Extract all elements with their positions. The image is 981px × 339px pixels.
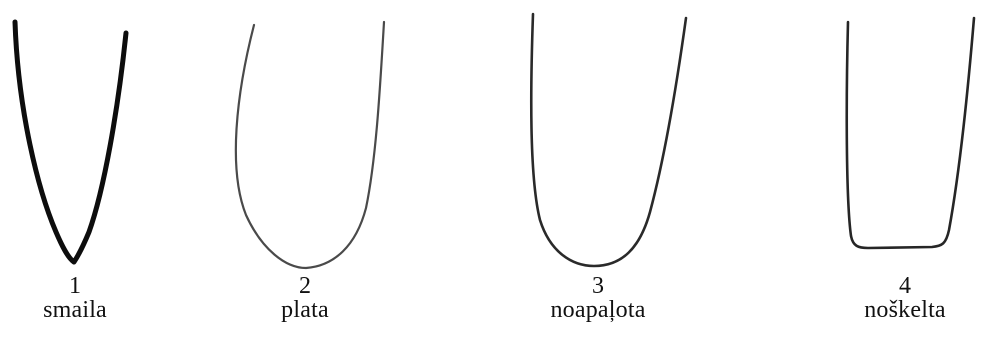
shape-3-round-u [529, 12, 688, 268]
item-3-label: 3 noapaļota [518, 274, 678, 322]
item-1-number: 1 [69, 273, 81, 299]
item-3-number: 3 [592, 273, 604, 299]
item-2-label: 2 plata [225, 274, 385, 322]
item-1-label: 1 smaila [0, 274, 155, 322]
item-3-name: noapaļota [550, 297, 646, 323]
item-4-label: 4 noškelta [825, 274, 981, 322]
item-4-name: noškelta [864, 297, 946, 323]
item-2-number: 2 [299, 273, 311, 299]
item-4-number: 4 [899, 273, 911, 299]
item-1-name: smaila [43, 297, 107, 323]
item-2-name: plata [281, 297, 329, 323]
shape-4-flat-bottom [845, 16, 976, 250]
shape-1-pointed-v [12, 19, 129, 265]
shape-2-wide-u [234, 20, 386, 270]
